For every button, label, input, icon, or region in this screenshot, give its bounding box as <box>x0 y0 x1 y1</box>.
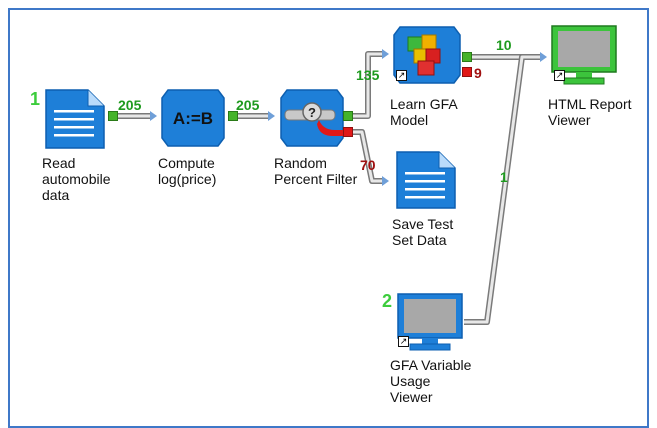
node-label-compute: Compute log(price) <box>158 155 217 187</box>
record-count: 205 <box>118 97 142 113</box>
node-label-html: HTML Report Viewer <box>548 96 632 128</box>
record-count: 9 <box>474 65 482 81</box>
record-count: 1 <box>500 169 508 185</box>
filter-icon: ? <box>280 89 344 147</box>
input-port[interactable] <box>540 52 547 62</box>
output-port[interactable] <box>228 111 238 121</box>
record-count: 135 <box>356 67 380 83</box>
svg-text:?: ? <box>308 105 316 120</box>
gfa-variable-usage-viewer-node[interactable] <box>396 292 464 352</box>
output-port-pass[interactable] <box>462 52 472 62</box>
node-label-learn: Learn GFA Model <box>390 96 458 128</box>
input-port[interactable] <box>382 49 389 59</box>
node-label-read: Read automobile data <box>42 155 111 203</box>
cubes-icon <box>393 26 461 84</box>
input-port[interactable] <box>150 111 157 121</box>
record-count: 70 <box>360 157 376 173</box>
svg-text:A:=B: A:=B <box>173 109 213 128</box>
learn-gfa-model-node[interactable] <box>392 25 462 85</box>
wire-filter-save[interactable] <box>350 129 384 184</box>
document-icon <box>396 151 456 209</box>
compute-log-price-node[interactable]: A:=B <box>160 88 226 148</box>
document-icon <box>45 89 105 149</box>
output-port-pass[interactable] <box>343 111 353 121</box>
node-label-filter: Random Percent Filter <box>274 155 358 187</box>
shortcut-arrow-icon: ↗ <box>396 70 407 81</box>
read-automobile-data-node[interactable] <box>44 88 106 150</box>
input-port[interactable] <box>382 176 389 186</box>
node-label-usage: GFA Variable Usage Viewer <box>390 357 472 405</box>
wire-usage-html[interactable] <box>464 54 540 325</box>
shortcut-arrow-icon: ↗ <box>554 70 565 81</box>
random-percent-filter-node[interactable]: ? <box>279 88 345 148</box>
step-number: 2 <box>382 291 393 311</box>
assignment-icon: A:=B <box>161 89 225 147</box>
input-port[interactable] <box>268 111 275 121</box>
shortcut-arrow-icon: ↗ <box>398 336 409 347</box>
save-test-set-data-node[interactable] <box>395 150 457 210</box>
wire-filter-learn[interactable] <box>350 51 384 119</box>
step-number: 1 <box>30 89 41 109</box>
connector-layer <box>112 51 540 325</box>
output-port[interactable] <box>108 111 118 121</box>
html-report-viewer-node[interactable] <box>550 24 618 86</box>
output-port-fail[interactable] <box>462 67 472 77</box>
monitor-icon <box>551 25 617 85</box>
record-count: 10 <box>496 37 512 53</box>
record-count: 205 <box>236 97 260 113</box>
node-label-save: Save Test Set Data <box>392 216 454 248</box>
monitor-icon <box>397 293 463 351</box>
output-port-fail[interactable] <box>343 127 353 137</box>
